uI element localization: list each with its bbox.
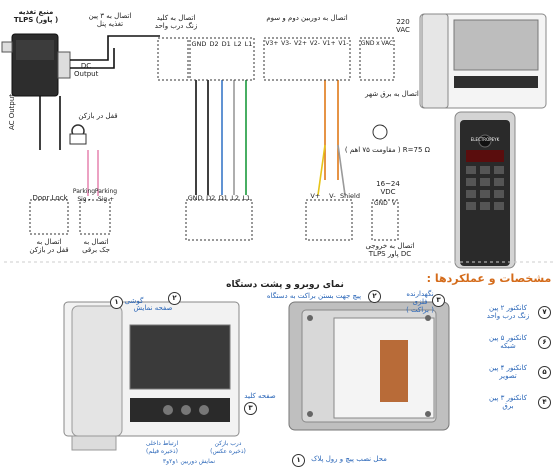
connector-list: ٧ کانکتور ۲ پین زنگ درب واحد ۶ کانکتور ۵… [480, 300, 556, 420]
key-door-open: درب بازکن (ذخیره عکس) [210, 440, 246, 455]
vac-value: 220 VAC [396, 18, 410, 34]
connector-item: ۴ کانکتور ۳ پین برق [480, 390, 556, 420]
dc-power-note: اتصال به خروجی DC پاور TLPS [365, 242, 415, 258]
parking-minus-label: Parking Sig - [72, 188, 96, 203]
connector-power: کانکتور ۳ پین برق [488, 394, 527, 410]
connector-bell: کانکتور ۲ پین زنگ درب واحد [486, 304, 530, 320]
dc-range-label: 16~24 VDC [376, 180, 400, 196]
resistor-icon [372, 124, 388, 140]
lock-label: قفل در بازکن [78, 112, 118, 120]
ac-terminal-labels: GND x VAC [360, 40, 394, 47]
bell-connection-label: اتصال به کلید زنگ درب واحد [154, 14, 198, 30]
shield-label: Shield [340, 192, 360, 200]
callout-keypad: صفحه کلید [244, 392, 276, 400]
key-camera: نمایش دوربین ۱و۲و۳ [162, 458, 216, 465]
term-l1: L1 [244, 40, 253, 48]
parking-note: اتصال به جک برقی [82, 238, 110, 254]
city-power-label: اتصال به برق شهر [365, 90, 419, 98]
term-v1p: V1+ [322, 40, 336, 47]
connector-item: ۵ کانکتور ۴ پین تصویر [480, 360, 556, 390]
connector-item: ۶ کانکتور ۵ پین شبکه [480, 330, 556, 360]
bterm-l2: L2 [231, 194, 240, 202]
back-badge-1: ١ [292, 454, 305, 467]
indoor-monitor-top [419, 13, 547, 109]
power-supply-title: منبع تغذیه ( پاور) TLPS [13, 8, 59, 24]
term-ac-gnd: GND [360, 40, 375, 47]
term-gnd: GND [191, 40, 207, 48]
outdoor-door-panel [454, 111, 516, 269]
callout-badge-3: ٣ [244, 402, 257, 415]
specs-title: مشخصات و عملکردها : [426, 272, 552, 285]
connector-badge-4: ۴ [538, 396, 551, 409]
door-lock-note: اتصال به قفل در بازکن [29, 238, 69, 254]
term-v3p: V3+ [265, 40, 279, 47]
video-terminal-labels: V+ V- [306, 192, 340, 200]
callout-screen: صفحه نمایش [133, 304, 173, 312]
term-v3m: V3- [281, 40, 292, 47]
term-v1m: V1- [338, 40, 349, 47]
top-terminal-labels: GND D2 D1 L2 L1 [190, 40, 254, 48]
term-v2p: V2+ [294, 40, 307, 47]
callout-badge-2: ٢ [168, 292, 181, 305]
panel-brand: ELECTROPEYK [470, 137, 500, 142]
dcterm-v: V [391, 200, 396, 207]
term-v2m: V2- [309, 40, 320, 47]
lock-icon [69, 124, 87, 145]
dc-output-label: DC Output [74, 62, 99, 78]
monitor-back-view [288, 301, 450, 431]
camera-terminal-labels: V3+ V3- V2+ V2- V1+ V1- [264, 40, 350, 47]
back-callout-screw: پیچ جهت بستن براکت به دستگاه [266, 292, 362, 300]
dc-terminal-labels: GND V [372, 200, 398, 207]
views-title: نمای روبرو و پشت دستگاه [226, 280, 344, 290]
power-connection-label: اتصال به ۳ پین تغذیه پنل [88, 12, 132, 28]
connector-network: کانکتور ۵ پین شبکه [488, 334, 527, 350]
back-callout-bracket: نگهدارنده فلزی ( براکت ) [406, 290, 434, 314]
term-ac-x: x [376, 40, 380, 47]
connector-item: ٧ کانکتور ۲ پین زنگ درب واحد [480, 300, 556, 330]
bterm-d1: D1 [218, 194, 228, 202]
power-supply-unit [1, 33, 71, 97]
bterm-d2: D2 [206, 194, 216, 202]
key-intercom: ارتباط داخلی (ذخیره فیلم) [145, 440, 179, 455]
bterm-gnd: GND [187, 194, 203, 202]
back-badge-3: ٣ [432, 294, 445, 307]
bterm-l1: L1 [242, 194, 251, 202]
callout-badge-1: ١ [110, 296, 123, 309]
vterm-vp: V+ [310, 192, 321, 200]
connector-video: کانکتور ۴ پین تصویر [488, 364, 527, 380]
back-callout-mount: محل نصب پیچ و رول پلاک [311, 455, 387, 463]
connector-badge-6: ۶ [538, 336, 551, 349]
term-l2: L2 [233, 40, 242, 48]
camera-connection-label: اتصال به دوربین دوم و سوم [266, 14, 348, 22]
resistor-label: R=75 Ω ( مقاومت ۷۵ اهم ) [344, 146, 430, 154]
monitor-front-view [63, 301, 240, 451]
connector-badge-5: ۵ [538, 366, 551, 379]
vterm-vm: V- [329, 192, 336, 200]
door-lock-label: Door Lock [32, 194, 68, 202]
parking-plus-label: Parking Sig + [94, 188, 118, 203]
callout-handset: گوشی [124, 297, 144, 305]
dcterm-gnd: GND [374, 200, 388, 207]
term-d2: D2 [209, 40, 219, 48]
term-ac-vac: VAC [381, 40, 394, 47]
connector-badge-7: ٧ [538, 306, 551, 319]
bottom-terminal-labels: GND D2 D1 L2 L1 [186, 194, 252, 202]
ac-output-label: AC Output [8, 93, 16, 131]
term-d1: D1 [221, 40, 231, 48]
top-wires [39, 35, 346, 196]
back-badge-2: ٢ [368, 290, 381, 303]
terminal-blocks-bottom [29, 199, 399, 241]
terminal-blocks-top [157, 37, 395, 81]
